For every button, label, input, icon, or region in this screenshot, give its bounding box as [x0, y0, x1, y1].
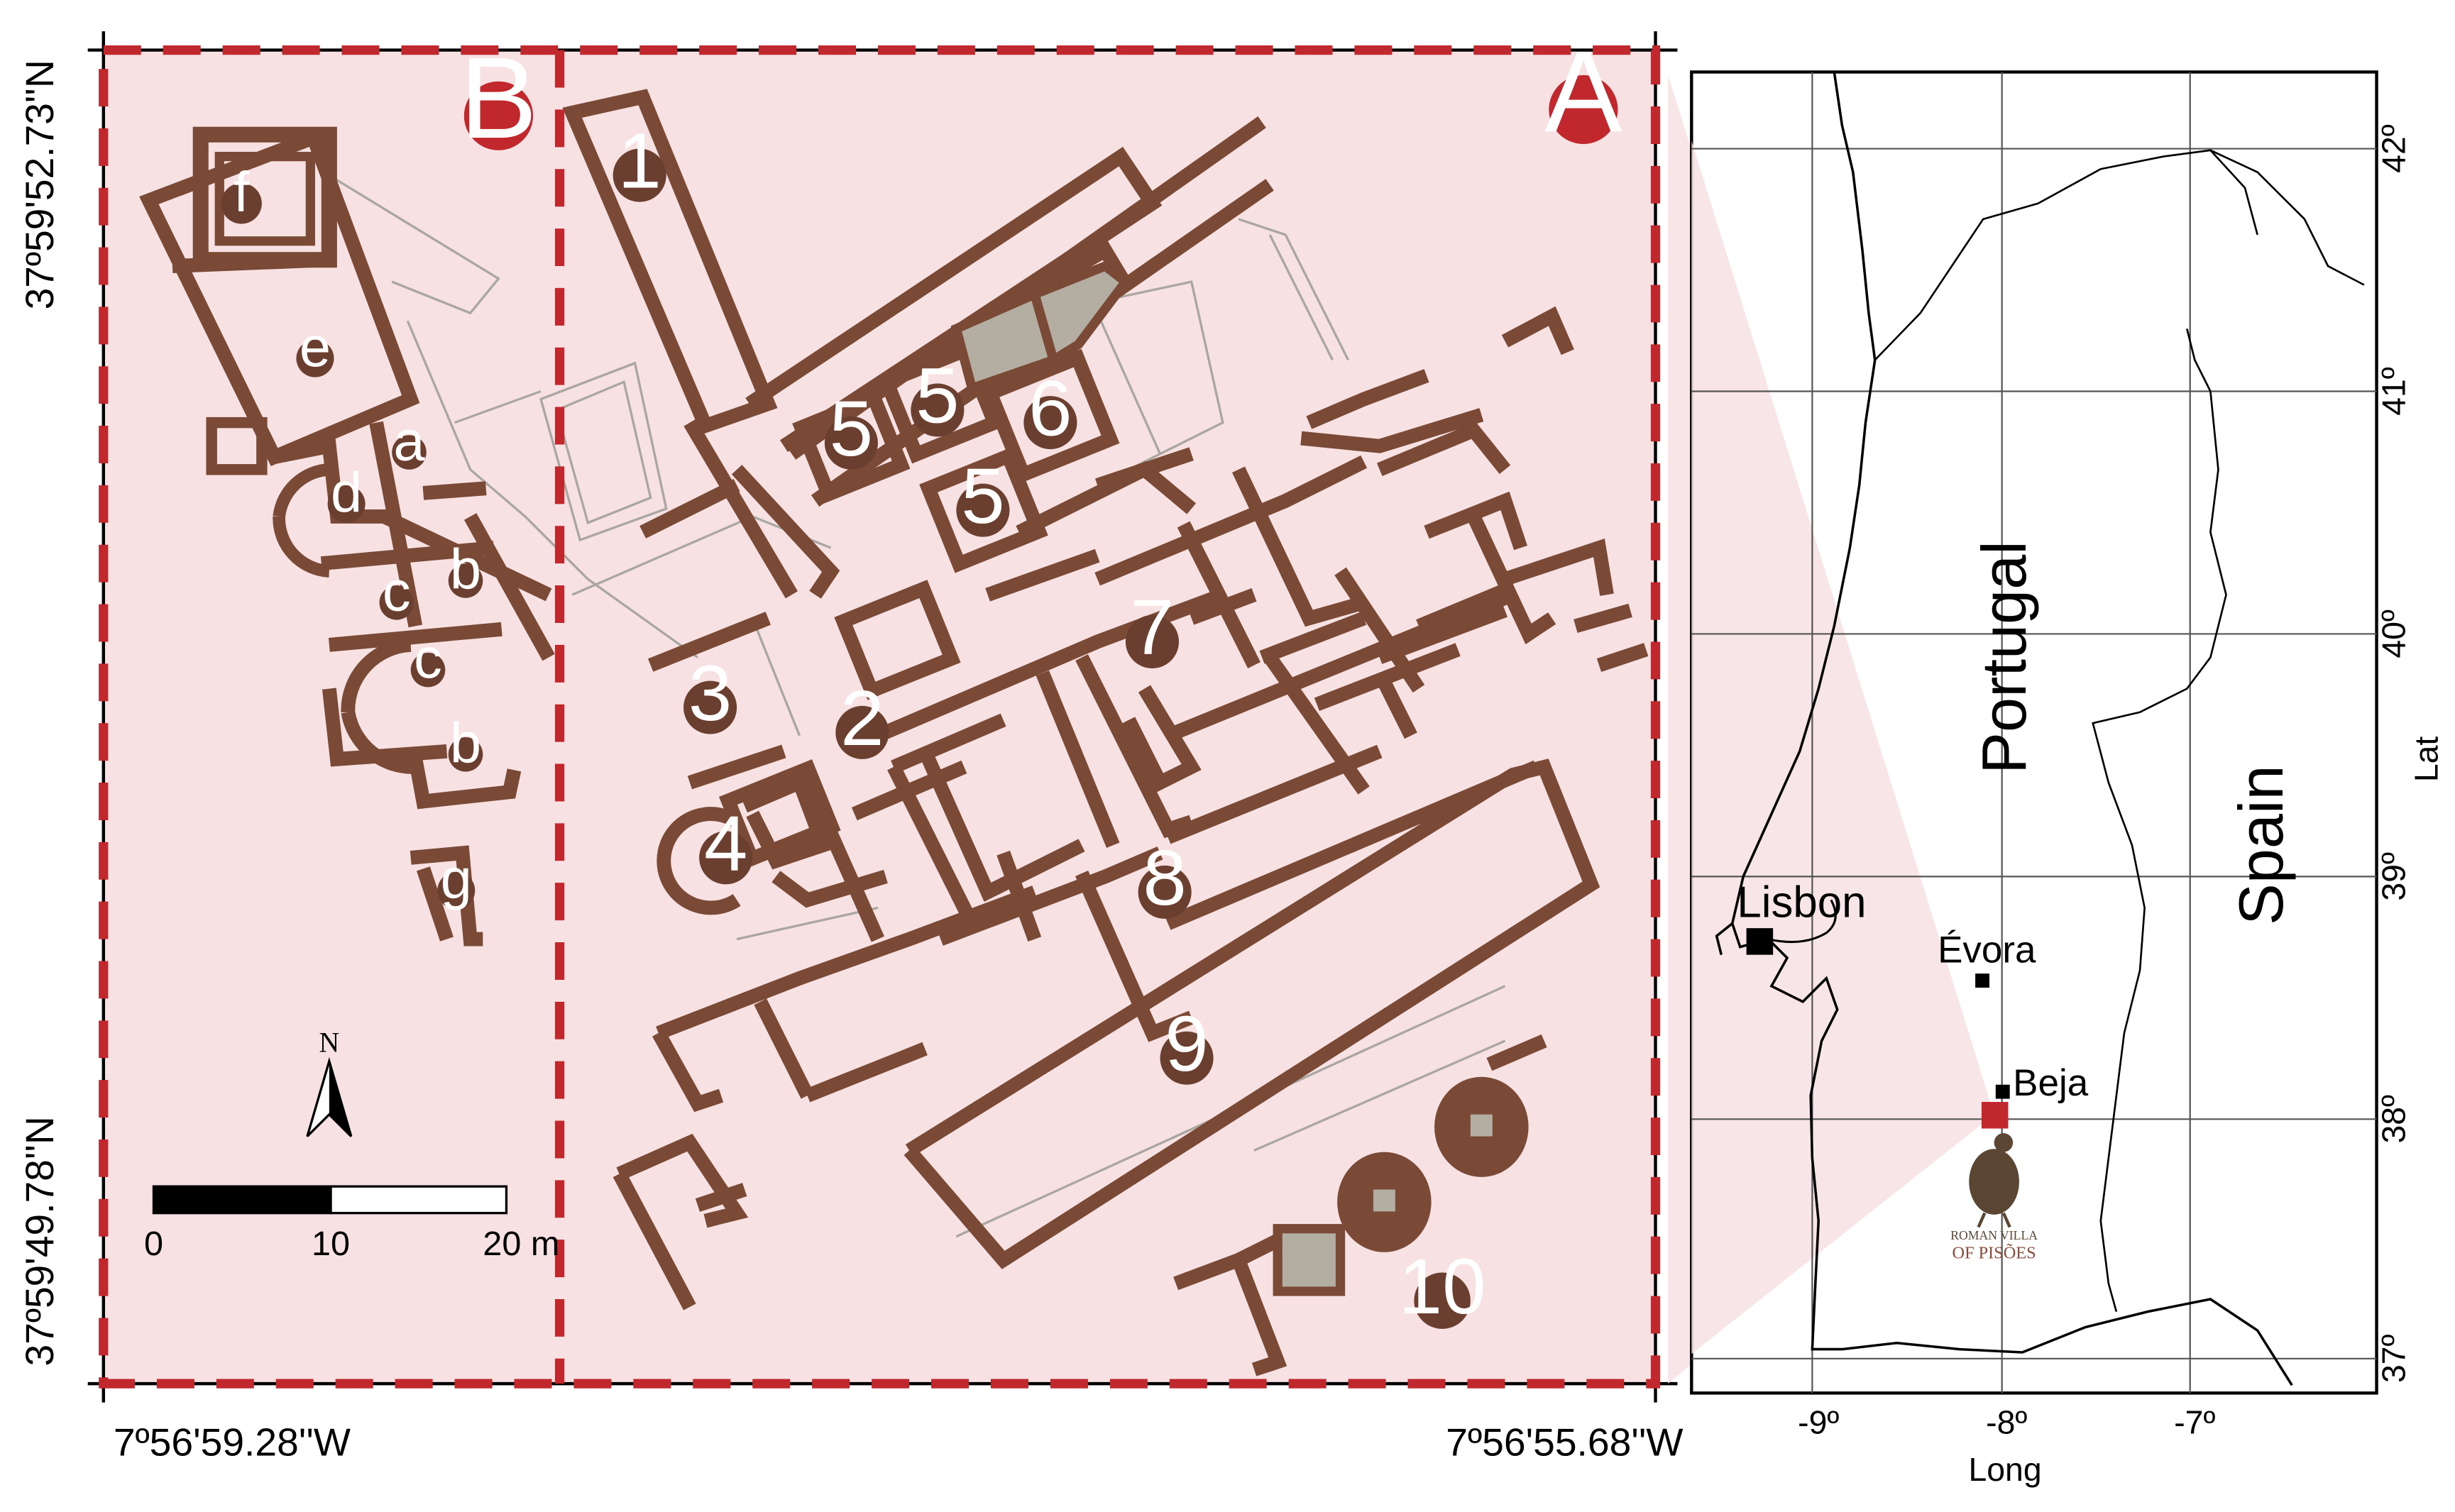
room-numbers: 1 2 3 4 5 5 5 6 7 8 9 10	[617, 118, 1485, 1330]
scale-label-0: 0	[144, 1225, 163, 1263]
room-badge-5b	[911, 383, 965, 437]
locator-map: Lisbon Évora Beja Portugal Spain 37º 38º…	[1690, 70, 2445, 1488]
room-badge-6	[1023, 396, 1077, 450]
room-number: 8	[1143, 834, 1186, 922]
room-badge-1	[613, 148, 666, 202]
lat-tick-39: 39º	[2375, 852, 2412, 901]
site-marker	[1981, 1102, 2009, 1129]
room-number: 1	[617, 118, 661, 205]
letter-badges	[221, 183, 483, 910]
room-letters: a b b c c d e f g	[234, 160, 481, 910]
walls	[139, 89, 1649, 1376]
portugal-label: Portugal	[1969, 541, 2039, 774]
graticule	[1691, 72, 2377, 1394]
room-number: 10	[1399, 1243, 1486, 1330]
room-number: 5	[916, 353, 959, 440]
portugal-spain-border	[1874, 149, 2365, 1312]
room-badge-3	[683, 680, 737, 734]
letter-badge-f	[221, 183, 262, 224]
north-label: N	[319, 1027, 339, 1058]
room-badge-10	[1414, 1272, 1471, 1329]
room-letter: b	[450, 711, 481, 774]
room-letter: d	[331, 460, 362, 524]
dashed-frame	[99, 45, 1661, 1389]
bird-icon	[1969, 1149, 2019, 1215]
room-letter: b	[450, 538, 481, 601]
room-number: 5	[961, 453, 1004, 540]
room-badge-7	[1125, 614, 1180, 668]
scale-label-10: 10	[312, 1225, 350, 1263]
scale-bar: 0 10 20 m	[144, 1185, 559, 1263]
letter-badge-b2	[448, 737, 483, 772]
lon-tick-minus9: -9º	[1798, 1404, 1839, 1441]
room-badge-8	[1138, 865, 1192, 919]
letter-badge-c1	[379, 585, 414, 620]
logo-line1: ROMAN VILLA	[1950, 1228, 2038, 1242]
coastline	[1715, 72, 2293, 1386]
lisbon-marker	[1746, 928, 1774, 955]
long-axis-label: Long	[1968, 1451, 2041, 1488]
room-number: 6	[1028, 365, 1072, 452]
beja-marker	[1995, 1084, 2010, 1099]
lat-tick-40: 40º	[2375, 609, 2412, 658]
letter-badge-c2	[410, 652, 446, 688]
room-badge-2	[835, 705, 889, 759]
panel-label-a: A	[1544, 26, 1622, 156]
lat-tick-38: 38º	[2375, 1095, 2412, 1144]
evora-label: Évora	[1938, 929, 2036, 971]
letter-badge-e	[296, 339, 334, 377]
room-letter: c	[414, 627, 442, 690]
letter-badge-d	[327, 485, 366, 523]
room-badge-9	[1160, 1031, 1214, 1085]
room-number: 9	[1165, 1000, 1208, 1088]
lat-ticks: 37º 38º 39º 40º 41º 42º	[2375, 124, 2412, 1383]
lat-axis-label: Lat	[2408, 736, 2445, 783]
room-number: 5	[830, 385, 873, 473]
lon-ticks: -9º -8º -7º	[1798, 1404, 2215, 1441]
panel-label-b: B	[460, 33, 537, 162]
letter-badge-b1	[448, 563, 483, 598]
letter-badge-a	[392, 435, 427, 470]
north-arrow: N	[306, 1027, 353, 1137]
lat-top-label: 37º59'52.73''N	[18, 60, 62, 309]
letter-badge-g	[437, 871, 476, 910]
panel-label-a-text: A	[1544, 26, 1622, 156]
river-tagus-estuary	[1768, 899, 1837, 944]
room-letter: e	[300, 315, 331, 378]
lon-left-label: 7º56'59.28''W	[114, 1420, 351, 1464]
lat-tick-42: 42º	[2375, 124, 2412, 173]
room-number: 2	[840, 675, 884, 762]
room-number: 4	[704, 800, 747, 888]
room-badge-5a	[824, 416, 878, 470]
room-badge-5c	[956, 483, 1010, 537]
scale-label-20: 20 m	[483, 1225, 559, 1263]
room-badges	[613, 148, 1471, 1329]
room-letter: c	[383, 559, 411, 622]
panel-label-b-text: B	[460, 33, 537, 162]
spain-label: Spain	[2226, 765, 2296, 925]
room-number: 3	[688, 650, 732, 737]
lat-tick-41: 41º	[2375, 367, 2412, 416]
logo-line2: OF PISÕES	[1953, 1243, 2036, 1263]
lat-tick-37: 37º	[2375, 1335, 2412, 1384]
lat-bottom-label: 37º59'49.78''N	[18, 1116, 62, 1366]
locator-highlight	[1691, 140, 1994, 1354]
lon-tick-minus8: -8º	[1986, 1404, 2027, 1441]
lisbon-label: Lisbon	[1737, 878, 1866, 927]
site-plan-panel: B A 1 2 3 4 5 5 5 6	[18, 26, 1683, 1464]
roman-villa-logo: ROMAN VILLA OF PISÕES	[1950, 1133, 2038, 1263]
room-badge-4	[699, 831, 753, 885]
room-letter: g	[441, 847, 472, 910]
beja-label: Beja	[2013, 1062, 2089, 1104]
room-letter: f	[234, 160, 250, 224]
lon-right-label: 7º56'55.68''W	[1446, 1420, 1683, 1464]
platforms	[1337, 1076, 1529, 1252]
evora-marker	[1975, 973, 1989, 988]
lon-tick-minus7: -7º	[2174, 1404, 2215, 1441]
room-letter: a	[393, 409, 425, 473]
gray-rooms	[950, 260, 1346, 1296]
room-number: 7	[1131, 584, 1174, 671]
